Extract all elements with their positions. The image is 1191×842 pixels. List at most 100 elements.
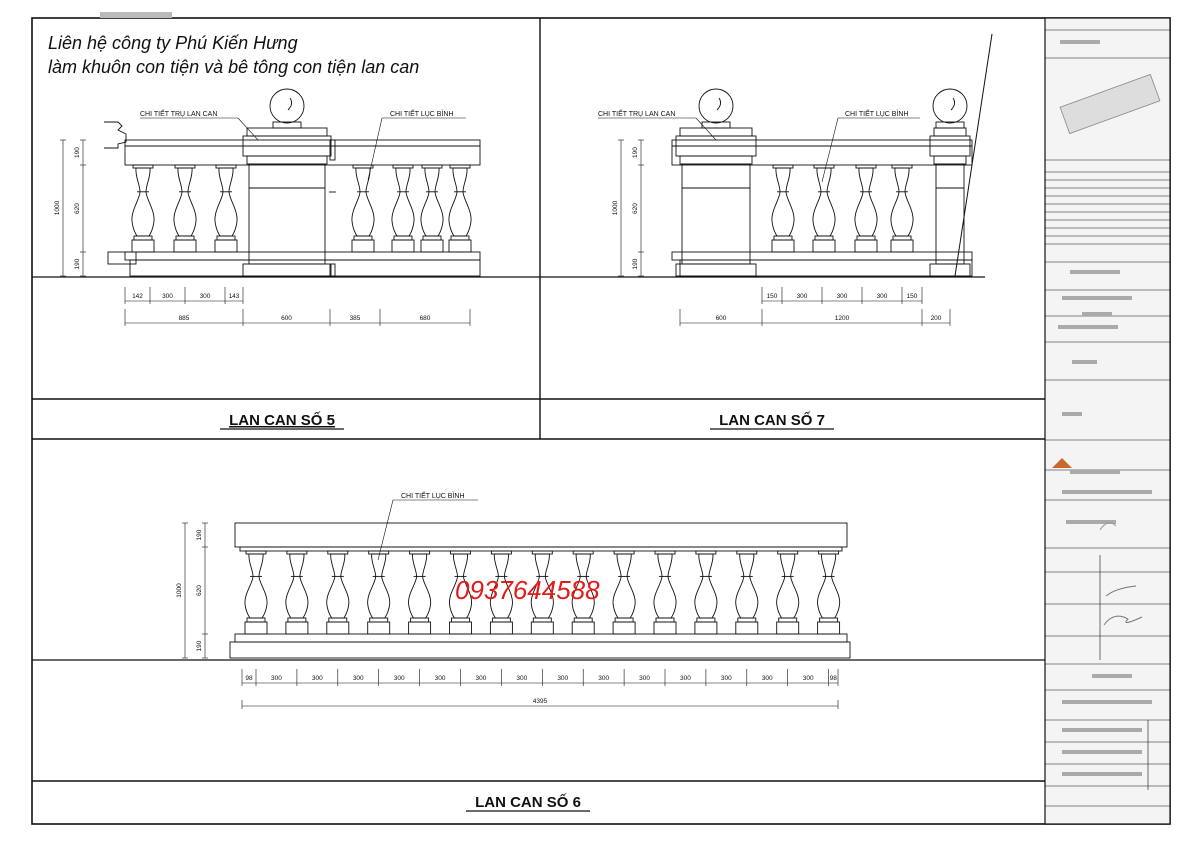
baluster-base: [854, 239, 878, 253]
railing-post: [929, 88, 971, 277]
height-dim-label: 190: [196, 640, 203, 651]
panel6-baluster-label: CHI TIẾT LỤC BÌNH: [401, 490, 465, 500]
baluster-neck: [175, 235, 195, 241]
panel7-post-leader: [695, 117, 717, 141]
post-plinth: [675, 263, 757, 277]
panel5-dim-row2-label: 680: [420, 315, 431, 322]
railing-post: [329, 139, 336, 277]
contact-line-1: Liên hệ công ty Phú Kiến Hưng: [48, 33, 298, 53]
panel5-title: LAN CAN SỐ 5: [229, 411, 335, 429]
panel6-dim-row1-label: 300: [271, 675, 282, 682]
signature-mark: [1103, 615, 1143, 626]
panel6-dim-row1-label: 98: [245, 675, 253, 682]
baluster-neck: [819, 617, 839, 623]
panel5-post-leader: [237, 117, 259, 141]
post-ball-highlight: [950, 97, 956, 111]
title-block-blurred-text: [1082, 312, 1112, 316]
panel6-dim-row1-label: 300: [803, 675, 814, 682]
title-block-blurred-text: [1070, 470, 1120, 474]
panel6-dim-row1-label: 300: [639, 675, 650, 682]
panel6-dim-row1-label: 300: [557, 675, 568, 682]
baluster-neck: [216, 235, 236, 241]
baluster-neck: [133, 235, 153, 241]
post-cap-top: [246, 127, 328, 137]
baluster-body: [420, 167, 444, 237]
baluster-neck: [491, 617, 511, 623]
title-block-blurred-text: [1062, 412, 1082, 416]
panel6-total-label: 4395: [533, 698, 548, 705]
baluster-neck: [773, 235, 793, 241]
post-ball-highlight: [716, 97, 722, 111]
baluster-neck: [422, 235, 442, 241]
baluster-base: [285, 621, 309, 635]
baluster: [391, 164, 415, 253]
baluster-base: [173, 239, 197, 253]
post-shaft: [248, 163, 326, 265]
top-rail: [671, 139, 973, 166]
baluster-base: [890, 239, 914, 253]
baluster-body: [367, 553, 391, 619]
post-shaft: [935, 163, 965, 265]
baluster-base: [530, 621, 554, 635]
baluster-body: [244, 553, 268, 619]
panel6-dim-row1-label: 300: [435, 675, 446, 682]
panel6-dim-row1-label: 300: [353, 675, 364, 682]
panel6-dim-row1-label: 300: [516, 675, 527, 682]
plinth: [229, 641, 851, 659]
baluster-base: [351, 239, 375, 253]
baluster-base: [326, 621, 350, 635]
baluster-base: [653, 621, 677, 635]
panel5-dim-row1-label: 300: [162, 293, 173, 300]
baluster-neck: [778, 617, 798, 623]
baluster-body: [408, 553, 432, 619]
baluster-body: [214, 167, 238, 237]
panel7-dim-row1-label: 300: [877, 293, 888, 300]
baluster: [571, 550, 595, 635]
baluster-neck: [614, 617, 634, 623]
baluster-base: [448, 239, 472, 253]
baluster: [771, 164, 795, 253]
baluster-neck: [737, 617, 757, 623]
baluster-body: [448, 167, 472, 237]
bottom-rail: [234, 633, 848, 643]
title-block-blurred-text: [1062, 296, 1132, 300]
end-plinth: [107, 251, 137, 265]
bottom-rail: [124, 251, 481, 261]
post-collar: [933, 155, 967, 165]
title-block-blurred-text: [1072, 360, 1097, 364]
plinth: [129, 259, 481, 277]
baluster: [735, 550, 759, 635]
baluster: [812, 164, 836, 253]
panel5-dim-row1-label: 142: [132, 293, 143, 300]
baluster-body: [735, 553, 759, 619]
baluster-base: [571, 621, 595, 635]
end-moulding: [104, 121, 127, 149]
height-dim-label: 620: [74, 203, 81, 214]
signature-mark: [1105, 585, 1137, 597]
baluster-neck: [655, 617, 675, 623]
height-dim-label: 620: [632, 203, 639, 214]
title-block-blurred-text: [1062, 750, 1142, 754]
baluster-base: [391, 239, 415, 253]
post-ball: [932, 88, 968, 124]
panel6-baluster-leader: [377, 499, 394, 561]
baluster: [367, 550, 391, 635]
total-height-label: 1000: [54, 200, 61, 215]
baluster-base: [735, 621, 759, 635]
panel7-dim-row1-label: 150: [907, 293, 918, 300]
title-block: [1044, 17, 1171, 825]
panel5-dim-row1-label: 143: [229, 293, 240, 300]
baluster: [449, 550, 472, 635]
stamp-mark: [100, 12, 172, 18]
railing-post: [242, 88, 332, 277]
baluster-body: [812, 167, 836, 237]
title-block-blurred-text: [1092, 674, 1132, 678]
post-head: [329, 139, 336, 161]
height-dim-label: 620: [196, 585, 203, 596]
baluster: [244, 550, 268, 635]
title-block-blurred-text: [1070, 270, 1120, 274]
baluster-neck: [410, 617, 430, 623]
baluster-base: [776, 621, 800, 635]
